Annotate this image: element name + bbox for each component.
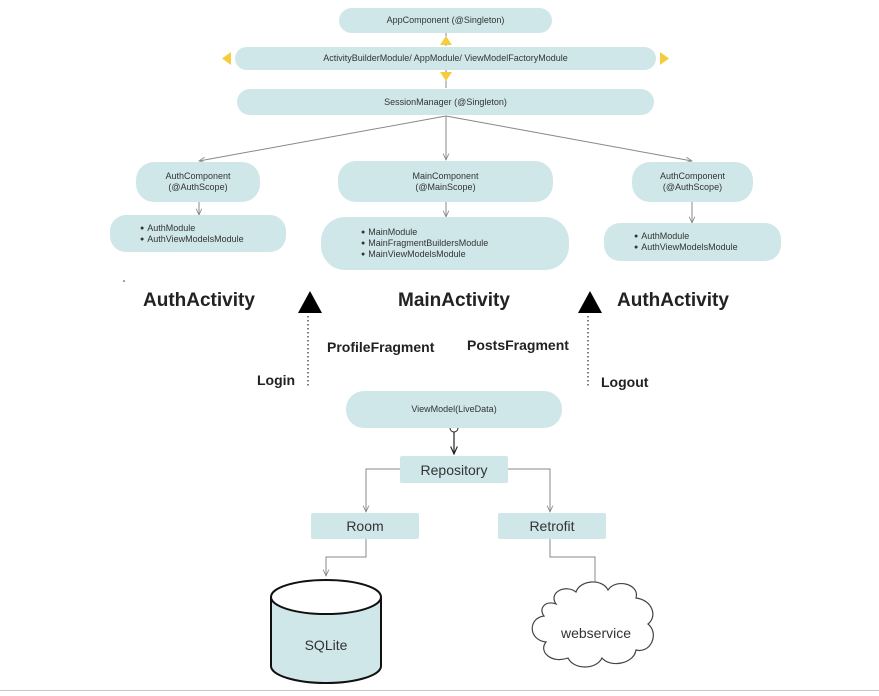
modules-bar-node: ActivityBuilderModule/ AppModule/ ViewMo… bbox=[235, 47, 656, 70]
list-item: MainModule bbox=[361, 227, 569, 238]
auth-activity-right-label: AuthActivity bbox=[617, 290, 729, 311]
auth-component-left-title: AuthComponent bbox=[165, 171, 231, 181]
viewmodel-node: ViewModel(LiveData) bbox=[346, 391, 562, 428]
auth-component-left-node: AuthComponent (@AuthScope) bbox=[136, 162, 260, 202]
list-item: AuthModule bbox=[634, 231, 781, 242]
storage-connectors bbox=[326, 539, 595, 600]
auth-component-left-scope: (@AuthScope) bbox=[168, 182, 228, 192]
auth-component-right-title: AuthComponent bbox=[659, 171, 726, 181]
list-item: AuthModule bbox=[140, 223, 286, 234]
auth-modules-right-list: AuthModule AuthViewModelsModule bbox=[604, 223, 781, 261]
list-item: MainViewModelsModule bbox=[361, 249, 569, 260]
room-node: Room bbox=[311, 513, 419, 539]
list-item: AuthViewModelsModule bbox=[140, 234, 286, 245]
main-component-scope: (@MainScope) bbox=[415, 181, 476, 192]
session-manager-node: SessionManager (@Singleton) bbox=[237, 89, 654, 115]
app-component-node: AppComponent (@Singleton) bbox=[339, 8, 552, 33]
list-item: MainFragmentBuildersModule bbox=[361, 238, 569, 249]
main-component-node: MainComponent (@MainScope) bbox=[338, 161, 553, 202]
auth-activity-left-label: AuthActivity bbox=[143, 290, 255, 311]
room-label: Room bbox=[346, 518, 384, 534]
webservice-cloud-icon bbox=[531, 581, 654, 668]
login-label: Login bbox=[257, 372, 296, 388]
main-component-title: MainComponent bbox=[412, 170, 479, 181]
list-item: AuthViewModelsModule bbox=[634, 242, 781, 253]
modules-bar-label: ActivityBuilderModule/ AppModule/ ViewMo… bbox=[323, 53, 568, 63]
component-module-connectors bbox=[199, 202, 692, 223]
retrofit-label: Retrofit bbox=[529, 518, 575, 534]
main-modules-list: MainModule MainFragmentBuildersModule Ma… bbox=[321, 217, 569, 270]
repository-label: Repository bbox=[420, 461, 488, 478]
profile-fragment-label: ProfileFragment bbox=[327, 339, 435, 355]
viewmodel-label: ViewModel(LiveData) bbox=[411, 404, 497, 414]
webservice-label: webservice bbox=[560, 625, 632, 641]
bottom-divider bbox=[0, 690, 879, 691]
auth-component-right-scope: (@AuthScope) bbox=[662, 182, 723, 192]
repository-connectors bbox=[366, 468, 550, 512]
sqlite-cylinder-icon bbox=[270, 579, 382, 684]
app-component-label: AppComponent (@Singleton) bbox=[386, 15, 505, 25]
session-manager-label: SessionManager (@Singleton) bbox=[384, 96, 507, 107]
posts-fragment-label: PostsFragment bbox=[467, 337, 569, 353]
stray-dot bbox=[123, 280, 125, 282]
auth-modules-left-list: AuthModule AuthViewModelsModule bbox=[110, 215, 286, 252]
retrofit-node: Retrofit bbox=[498, 513, 606, 539]
auth-component-right-node: AuthComponent (@AuthScope) bbox=[632, 162, 753, 202]
logout-label: Logout bbox=[601, 374, 649, 390]
triangle-left-icon bbox=[298, 291, 322, 313]
yellow-arrowheads-icon bbox=[222, 36, 669, 81]
triangle-right-icon bbox=[578, 291, 602, 313]
viewmodel-repository-connector bbox=[449, 423, 459, 454]
main-activity-label: MainActivity bbox=[398, 290, 510, 311]
repository-node: Repository bbox=[400, 456, 508, 483]
session-fanout-connectors bbox=[199, 115, 692, 161]
sqlite-label: SQLite bbox=[304, 637, 348, 653]
